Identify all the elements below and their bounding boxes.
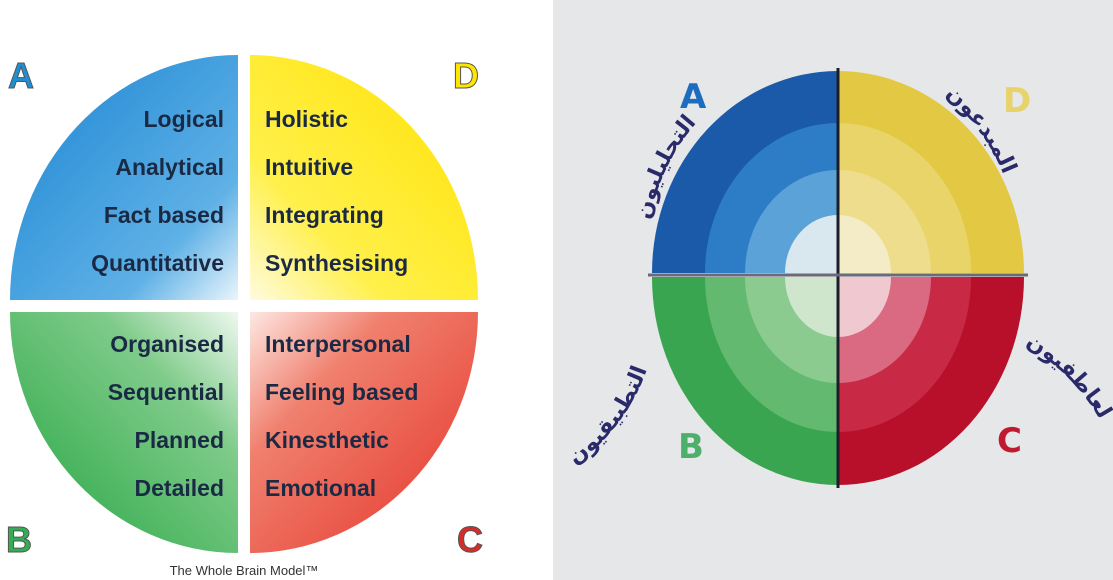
ring-c-inner [838, 277, 891, 337]
corner-letter-c: C [457, 519, 483, 560]
rings-quadrant-d [838, 71, 1024, 273]
right-letter-d: D [1003, 81, 1031, 121]
quadrant-c-word-2: Feeling based [265, 379, 418, 405]
quadrant-b-word-1: Organised [110, 331, 224, 357]
corner-letter-a: A [8, 55, 34, 96]
quadrant-c-word-1: Interpersonal [265, 331, 411, 357]
quadrant-d-word-4: Synthesising [265, 250, 408, 276]
rings-quadrant-a [652, 71, 838, 273]
quadrant-a-word-3: Fact based [104, 202, 224, 228]
quadrant-a-word-4: Quantitative [91, 250, 224, 276]
left-whole-brain-model: Logical Analytical Fact based Quantitati… [6, 55, 484, 579]
quadrant-c-word-4: Emotional [265, 475, 376, 501]
quadrant-c-red [250, 312, 478, 553]
ring-d-inner [838, 215, 891, 273]
right-letter-a: A [680, 77, 707, 117]
model-caption: The Whole Brain Model™ [170, 563, 319, 578]
quadrant-b-word-4: Detailed [135, 475, 224, 501]
ring-a-inner [785, 215, 838, 273]
rings-quadrant-b [652, 277, 838, 485]
quadrant-d-word-3: Integrating [265, 202, 384, 228]
quadrant-d-word-2: Intuitive [265, 154, 353, 180]
rings-quadrant-c [838, 277, 1024, 485]
quadrant-c-word-3: Kinesthetic [265, 427, 389, 453]
quadrant-a-word-1: Logical [143, 106, 224, 132]
quadrant-a-blue [10, 55, 238, 300]
quadrant-b-green [10, 312, 238, 553]
quadrant-d-word-1: Holistic [265, 106, 348, 132]
right-letter-c: C [997, 421, 1022, 461]
quadrant-b-word-2: Sequential [108, 379, 224, 405]
right-letter-b: B [678, 427, 704, 467]
quadrant-a-word-2: Analytical [115, 154, 224, 180]
corner-letter-d: D [453, 55, 479, 96]
ring-b-inner [785, 277, 838, 337]
quadrant-b-word-3: Planned [135, 427, 224, 453]
corner-letter-b: B [6, 519, 32, 560]
quadrant-d-yellow [250, 55, 478, 300]
